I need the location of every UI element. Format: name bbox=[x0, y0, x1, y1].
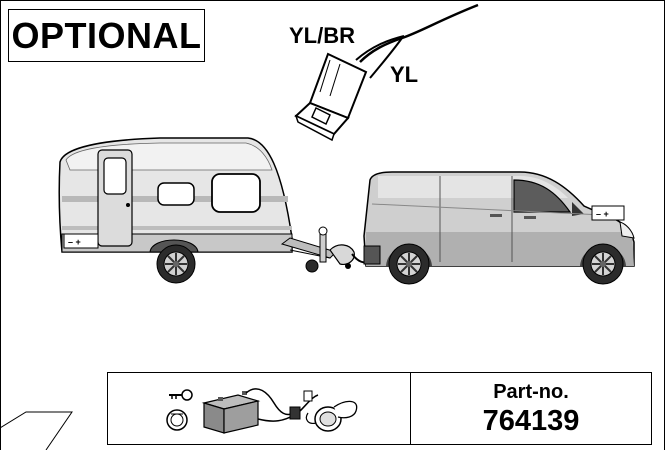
van: – + bbox=[364, 172, 634, 284]
caravan: – + bbox=[59, 138, 336, 283]
caravan-socket-label: – + bbox=[68, 237, 81, 247]
key-icon bbox=[169, 390, 192, 400]
van-socket-label: – + bbox=[596, 209, 609, 219]
parts-table: Part-no. 764139 bbox=[107, 372, 652, 445]
wire-label-yl: YL bbox=[390, 62, 418, 88]
optional-banner: OPTIONAL bbox=[8, 9, 205, 62]
part-no-value: 764139 bbox=[483, 404, 580, 438]
parts-icons-cell bbox=[108, 373, 411, 444]
page-corner-mark bbox=[0, 412, 72, 450]
optional-label: OPTIONAL bbox=[12, 15, 202, 57]
socket-icon bbox=[306, 401, 356, 431]
wire-label-yl-br: YL/BR bbox=[289, 23, 355, 49]
parts-icons bbox=[108, 373, 408, 443]
ignition-icon bbox=[167, 410, 187, 430]
part-no-label: Part-no. bbox=[493, 380, 569, 404]
plug-connector bbox=[296, 54, 366, 140]
battery-icon bbox=[204, 391, 258, 433]
part-number-cell: Part-no. 764139 bbox=[411, 373, 651, 444]
